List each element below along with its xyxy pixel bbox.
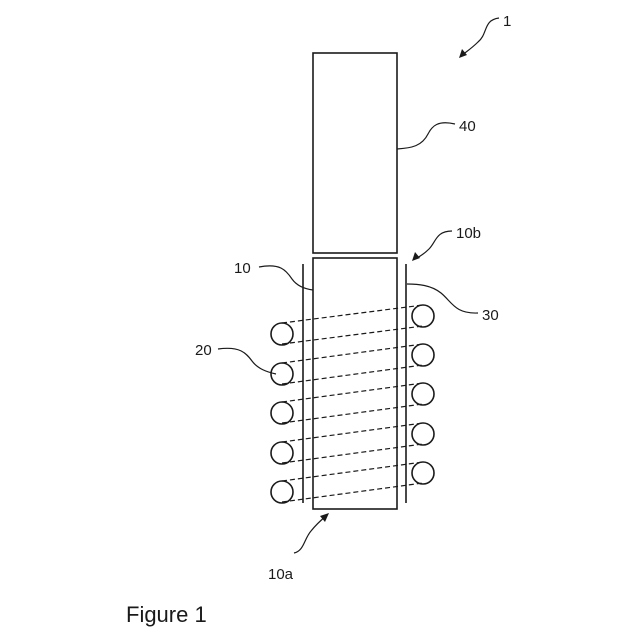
label-assembly: 1 (503, 13, 511, 30)
label-tube-bottom-end: 10a (268, 566, 294, 583)
upper-block (313, 53, 397, 253)
coil-wire-section-left (271, 442, 293, 464)
coil-wire-section-right (412, 344, 434, 366)
leader-40 (397, 123, 455, 149)
leader-20 (218, 348, 276, 374)
coil-wire-section-right (412, 383, 434, 405)
figure-caption: Figure 1 (126, 602, 207, 628)
label-tube-top-end: 10b (456, 225, 481, 242)
leader-10 (259, 266, 313, 290)
coil-wire-sections (271, 305, 434, 503)
arrowhead-1 (459, 49, 467, 58)
coil-wire-section-right (412, 462, 434, 484)
coil-wire-section-right (412, 423, 434, 445)
leader-10b-arrow (415, 231, 452, 259)
coil-wire-section-right (412, 305, 434, 327)
label-sleeve: 30 (482, 307, 499, 324)
label-tube: 10 (234, 260, 251, 277)
leader-30 (407, 284, 478, 313)
coil-wire-section-left (271, 402, 293, 424)
leader-1-arrow (461, 18, 499, 56)
coil-wire-section-left (271, 481, 293, 503)
coil-wire-section-left (271, 323, 293, 345)
label-coil: 20 (195, 342, 212, 359)
label-upper-block: 40 (459, 118, 476, 135)
leader-10a-arrow (294, 516, 326, 553)
